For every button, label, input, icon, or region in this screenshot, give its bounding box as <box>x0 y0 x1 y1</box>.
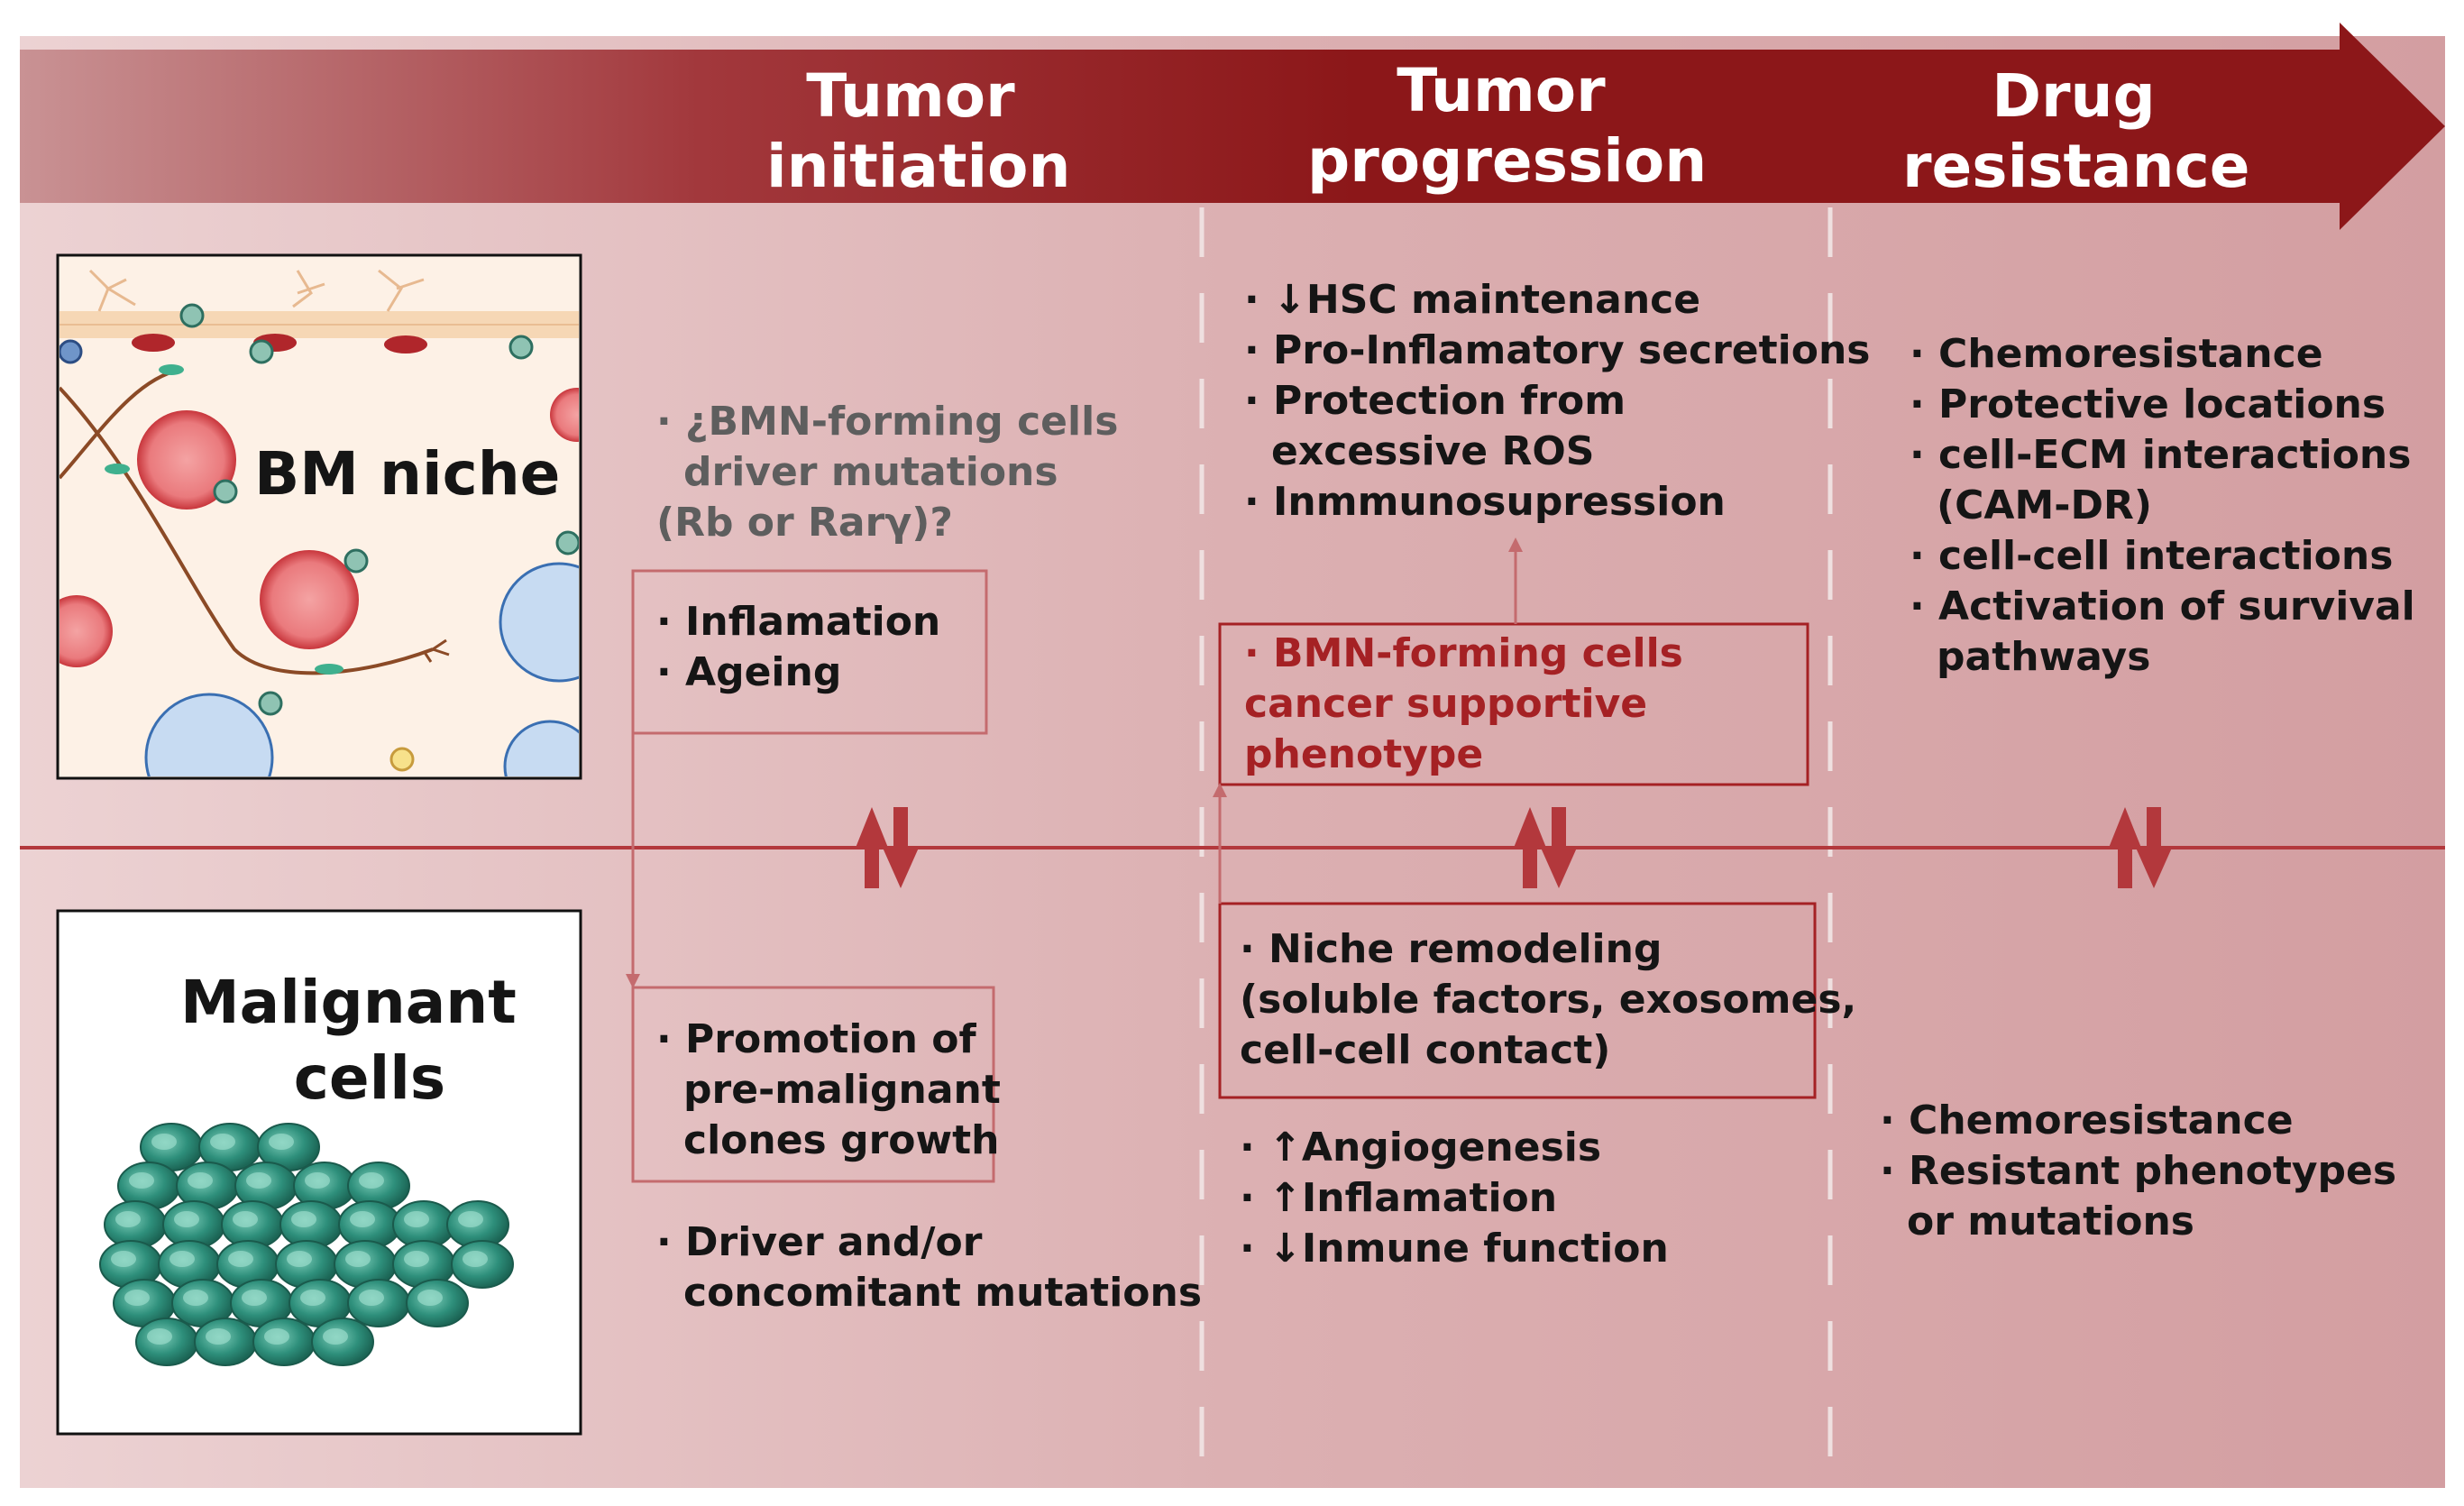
cell-nucleus-highlight <box>323 1328 348 1345</box>
cell-nucleus-highlight <box>404 1211 429 1227</box>
cell-nucleus-highlight <box>359 1290 384 1306</box>
cell-nucleus-highlight <box>147 1328 172 1345</box>
driver-mutations-text: · Driver and/or concomitant mutations <box>656 1219 1203 1316</box>
cell-nucleus-highlight <box>404 1251 429 1267</box>
promotion-list: · Promotion of pre-malignant clones grow… <box>656 1016 1001 1163</box>
bmn-question-text: · ¿BMN-forming cells driver mutations (R… <box>656 399 1119 546</box>
bm-niche-title: BM niche <box>254 439 561 509</box>
progression-arrow <box>20 23 2445 230</box>
cell-nucleus-highlight <box>300 1290 325 1306</box>
header-drug-resistance: Drug resistance <box>1902 61 2250 201</box>
cell-nucleus-highlight <box>246 1172 271 1189</box>
inflamation-box <box>631 569 988 735</box>
cell-nucleus-highlight <box>151 1134 177 1150</box>
cell-nucleus-highlight <box>345 1251 371 1267</box>
cell-nucleus-highlight <box>206 1328 231 1345</box>
header-tumor-initiation: Tumor initiation <box>766 61 1071 201</box>
supportive-phenotype-box <box>1218 622 1809 786</box>
cell-nucleus-highlight <box>210 1134 235 1150</box>
cell-nucleus-highlight <box>124 1290 150 1306</box>
supportive-phenotype-text: · BMN-forming cells cancer supportive ph… <box>1244 630 1683 777</box>
up-down-arrows-icon <box>856 807 919 888</box>
bm-niche-illustration <box>56 253 582 780</box>
promotion-box <box>631 986 995 1183</box>
cell-nucleus-highlight <box>269 1134 294 1150</box>
inflamation-list: · Inflamation · Ageing <box>656 599 941 695</box>
cell-nucleus-highlight <box>458 1211 483 1227</box>
malignant-cells-illustration <box>56 909 582 1436</box>
progression-niche-effects: · ↓HSC maintenance · Pro-Inflamatory sec… <box>1244 277 1871 525</box>
cell-nucleus-highlight <box>350 1211 375 1227</box>
header-tumor-progression: Tumor progression <box>1307 56 1708 196</box>
cell-nucleus-highlight <box>188 1172 213 1189</box>
up-down-arrows-icon <box>1514 807 1577 888</box>
cell-nucleus-highlight <box>111 1251 136 1267</box>
cell-nucleus-highlight <box>291 1211 316 1227</box>
cell-nucleus-highlight <box>242 1290 267 1306</box>
cell-nucleus-highlight <box>463 1251 488 1267</box>
niche-remodeling-box <box>1218 902 1817 1099</box>
niche-remodeling-text: · Niche remodeling (soluble factors, exo… <box>1240 926 1857 1073</box>
cell-nucleus-highlight <box>287 1251 312 1267</box>
cell-nucleus-highlight <box>174 1211 199 1227</box>
cell-nucleus-highlight <box>183 1290 208 1306</box>
cell-nucleus-highlight <box>169 1251 195 1267</box>
cell-nucleus-highlight <box>417 1290 443 1306</box>
resistance-niche-effects: · Chemoresistance · Protective locations… <box>1910 331 2415 680</box>
resistance-cell-effects: · Chemoresistance · Resistant phenotypes… <box>1880 1097 2397 1244</box>
cell-nucleus-highlight <box>359 1172 384 1189</box>
cell-nucleus-highlight <box>264 1328 289 1345</box>
cell-nucleus-highlight <box>115 1211 141 1227</box>
malignant-cells-title: Malignant cells <box>180 968 517 1113</box>
progression-cell-effects: · ↑Angiogenesis · ↑Inflamation · ↓Inmune… <box>1240 1125 1669 1272</box>
cell-nucleus-highlight <box>305 1172 330 1189</box>
cell-nucleus-highlight <box>233 1211 258 1227</box>
cell-nucleus-highlight <box>228 1251 253 1267</box>
up-down-arrows-icon <box>2109 807 2172 888</box>
cell-nucleus-highlight <box>129 1172 154 1189</box>
